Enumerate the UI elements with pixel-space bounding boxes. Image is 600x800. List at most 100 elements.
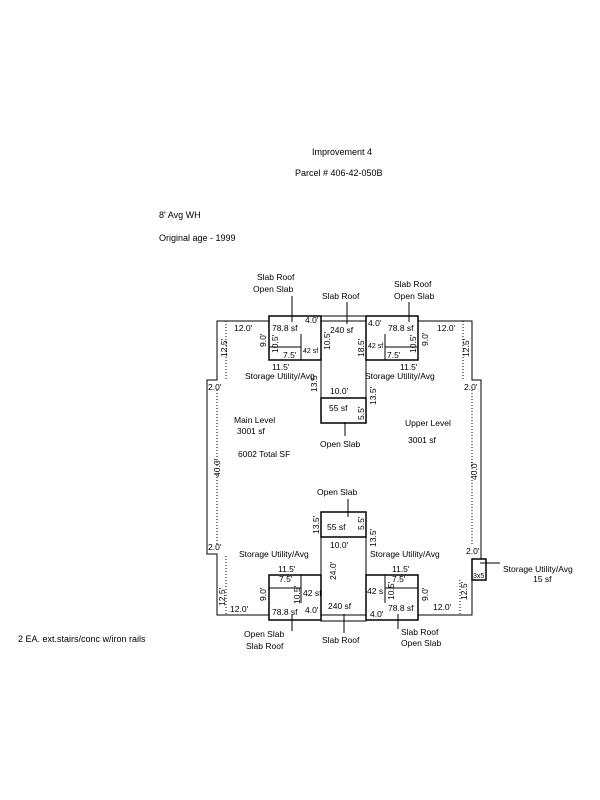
dim-top-right-135: 13.5': [368, 386, 378, 405]
dim-top-left-115: 11.5': [272, 362, 290, 372]
callout-slab-roof-tr: Slab Roof: [394, 279, 432, 289]
stairs-note: 2 EA. ext.stairs/conc w/iron rails: [18, 634, 146, 644]
dim-br-115: 11.5': [392, 564, 410, 574]
level-summary: Main Level 3001 sf Upper Level 3001 sf 6…: [234, 415, 451, 459]
callout-open-slab-bl: Open Slab: [244, 629, 284, 639]
original-age-note: Original age - 1999: [159, 233, 236, 243]
dim-tr-105: 10.5': [408, 334, 418, 353]
upper-level-sf: 3001 sf: [408, 435, 437, 445]
dim-left-40: 40.0': [212, 458, 222, 477]
callout-open-slab-bottom: Open Slab: [317, 487, 357, 497]
parcel-number: Parcel # 406-42-050B: [295, 168, 383, 178]
callout-storage-br: Storage Utility/Avg: [370, 549, 440, 559]
dim-top-right-12: 12.0': [437, 323, 456, 333]
dim-top-55: 5.5': [356, 406, 366, 420]
area-tl-788: 78.8 sf: [272, 323, 298, 333]
area-tr-788: 78.8 sf: [388, 323, 414, 333]
dim-tl-105: 10.5': [270, 334, 280, 353]
dim-top-right-115: 11.5': [400, 362, 418, 372]
dim-left-lower-2: 2.0': [208, 542, 222, 552]
dim-bottom-24: 24.0': [328, 561, 338, 580]
callout-open-slab-tl: Open Slab: [253, 284, 293, 294]
callout-slab-roof-tl: Slab Roof: [257, 272, 295, 282]
area-3x5: 3x5: [473, 573, 484, 580]
dim-bl-9: 9.0': [258, 587, 268, 601]
area-tc-240: 240 sf: [330, 325, 354, 335]
callout-storage-3x5: Storage Utility/Avg: [503, 564, 573, 574]
area-tl-42: 42 sf: [303, 348, 318, 355]
dim-bottom-right-135: 13.5': [368, 528, 378, 547]
dim-left-bottom-125: 12.5': [217, 587, 227, 606]
area-br-42s: 42 s: [367, 586, 383, 596]
area-bl-42: 42 sf: [303, 588, 322, 598]
dim-tc-105: 10.5': [322, 331, 332, 350]
dim-top-left-12: 12.0': [234, 323, 253, 333]
dim-tl-9: 9.0': [258, 333, 268, 347]
dim-top-right-4: 4.0': [368, 318, 382, 328]
top-open-slab: [320, 397, 367, 424]
storage-3x5: [471, 558, 487, 581]
main-level-label: Main Level: [234, 415, 275, 425]
dim-top-left-4: 4.0': [305, 315, 319, 325]
dim-top-right-75: 7.5': [387, 350, 401, 360]
callout-storage-bl: Storage Utility/Avg: [239, 549, 309, 559]
dim-bl-105: 10.5': [292, 585, 302, 604]
upper-level-label: Upper Level: [405, 418, 451, 428]
dimension-dots: [216, 321, 473, 615]
dim-br-9: 9.0': [420, 587, 430, 601]
callout-slab-roof-bc: Slab Roof: [322, 635, 360, 645]
area-br-788: 78.8 sf: [388, 603, 414, 613]
outer-outline-right: [418, 320, 482, 616]
dim-bl-75: 7.5': [279, 574, 293, 584]
total-sf: 6002 Total SF: [238, 449, 290, 459]
dim-right-top-125: 12.5': [461, 338, 471, 357]
callout-storage-15sf: 15 sf: [533, 574, 552, 584]
callout-slab-roof-bl: Slab Roof: [246, 641, 284, 651]
dim-br-4: 4.0': [370, 609, 384, 619]
wall-height-note: 8' Avg WH: [159, 210, 201, 220]
area-tr-42: 42 sf: [368, 343, 383, 350]
dim-tr-9: 9.0': [420, 332, 430, 346]
dim-top-left-135: 13.5': [309, 373, 319, 392]
dim-bottom-left-135: 13.5': [311, 515, 321, 534]
area-bottom-55: 55 sf: [327, 522, 346, 532]
callout-open-slab-top: Open Slab: [320, 439, 360, 449]
dim-right-40: 40.0': [469, 461, 479, 480]
dim-top-10: 10.0': [330, 386, 349, 396]
dim-bl-115: 11.5': [278, 564, 296, 574]
dim-tr-185: 18.5': [356, 338, 366, 357]
dim-right-bottom-125: 12.5': [459, 581, 469, 600]
dim-bottom-10: 10.0': [330, 540, 349, 550]
dim-right-upper-2: 2.0': [464, 382, 478, 392]
dimension-labels-horizontal: 12.0' 12.0' 4.0' 4.0' 7.5' 7.5' 11.5' 11…: [208, 315, 480, 619]
dim-left-top-125: 12.5': [219, 338, 229, 357]
area-bc-240: 240 sf: [328, 601, 352, 611]
dim-left-upper-2: 2.0': [208, 382, 222, 392]
callout-open-slab-br: Open Slab: [401, 638, 441, 648]
area-top-55: 55 sf: [329, 403, 348, 413]
callout-storage-tl: Storage Utility/Avg: [245, 371, 315, 381]
dim-bottom-55: 5.5': [356, 516, 366, 530]
callout-labels: Slab Roof Open Slab Slab Roof Slab Roof …: [239, 272, 573, 651]
area-labels: 78.8 sf 240 sf 78.8 sf 42 sf 42 sf 55 sf…: [272, 323, 484, 617]
dim-bottom-left-12: 12.0': [230, 604, 249, 614]
main-level-sf: 3001 sf: [237, 426, 266, 436]
improvement-title: Improvement 4: [312, 147, 373, 157]
callout-slab-roof-br: Slab Roof: [401, 627, 439, 637]
dim-bottom-right-12: 12.0': [433, 602, 452, 612]
sketch-lines: [206, 296, 500, 633]
dim-br-75: 7.5': [392, 574, 406, 584]
bottom-left-slab: [268, 574, 322, 621]
dimension-labels-vertical: 12.5' 12.5' 9.0' 10.5' 10.5' 18.5' 10.5'…: [212, 331, 479, 606]
outer-outline: [206, 320, 269, 616]
bottom-right-slab: [365, 574, 419, 621]
callout-slab-roof-tc: Slab Roof: [322, 291, 360, 301]
dim-right-lower-2: 2.0': [466, 546, 480, 556]
callout-open-slab-tr: Open Slab: [394, 291, 434, 301]
dim-br-105: 10.5': [386, 581, 396, 600]
area-bl-788: 78.8 sf: [272, 607, 298, 617]
dim-bl-4: 4.0': [305, 605, 319, 615]
callout-storage-tr: Storage Utility/Avg: [365, 371, 435, 381]
dim-top-left-75: 7.5': [283, 350, 297, 360]
